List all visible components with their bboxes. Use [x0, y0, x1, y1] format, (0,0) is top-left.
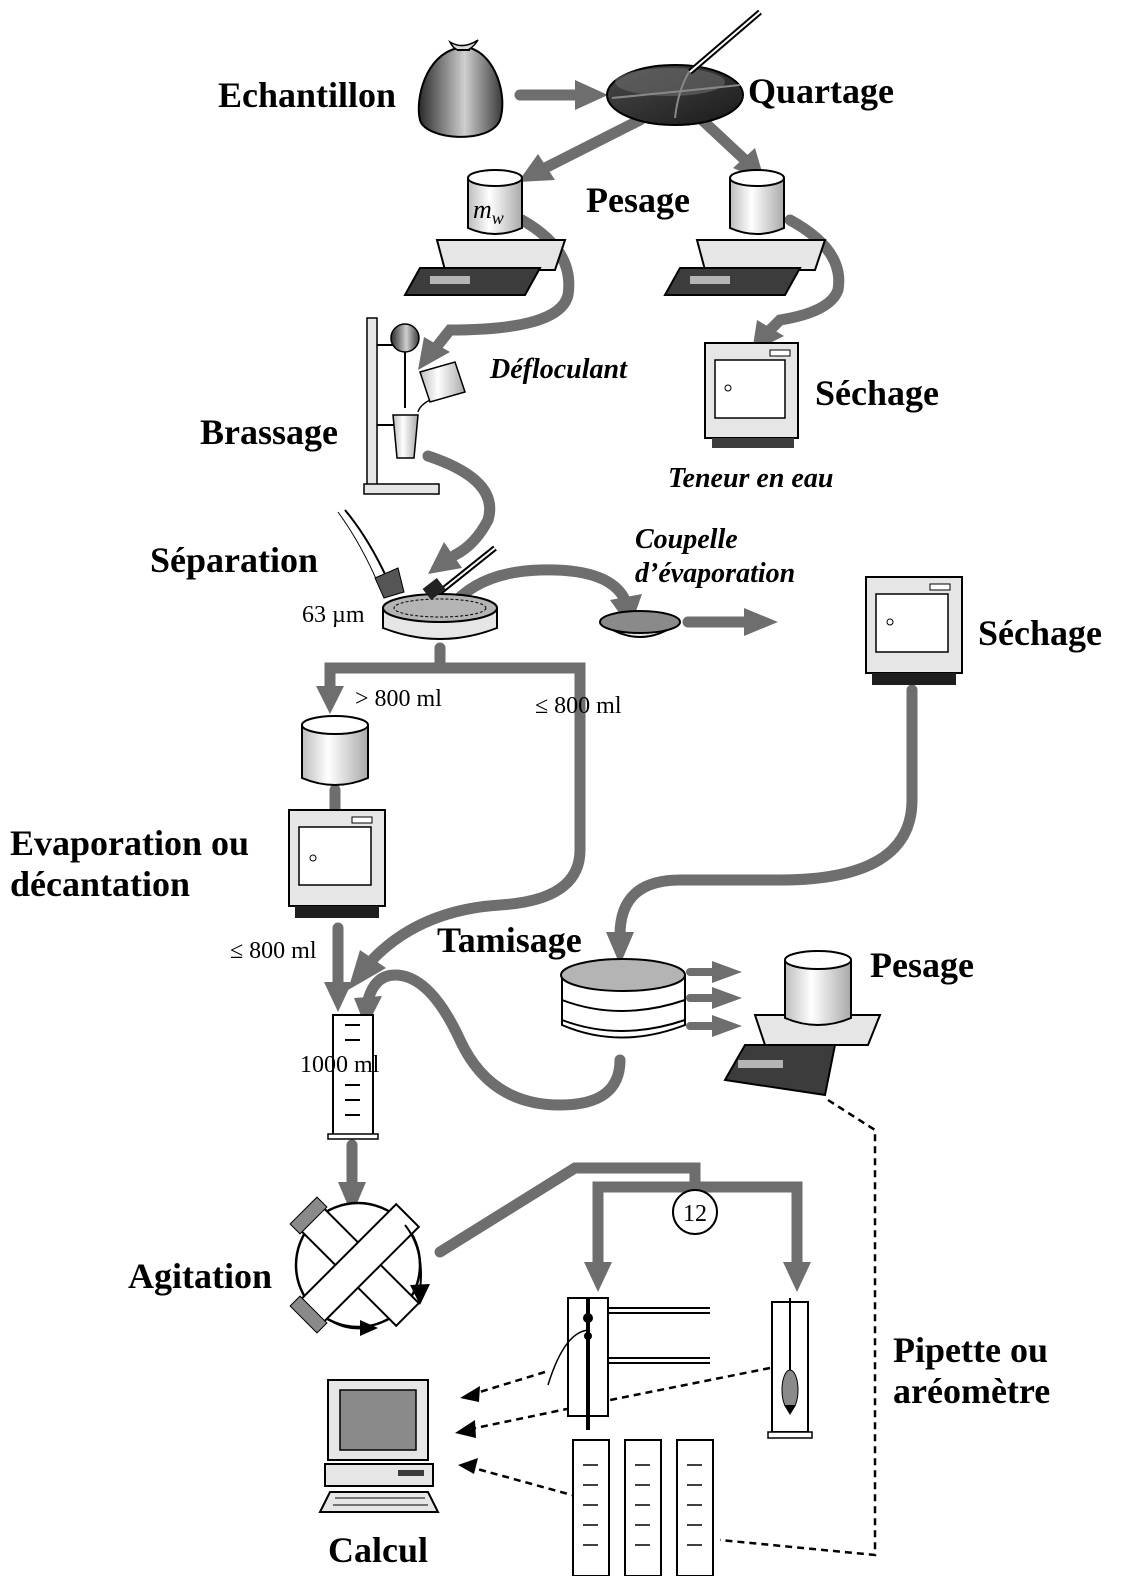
- arrow-tamisage-to-pesage: [686, 961, 742, 1037]
- label-sechage-top: Séchage: [815, 373, 939, 413]
- label-agitation: Agitation: [128, 1256, 272, 1296]
- arrow-agitation-to-analysis: [434, 1162, 811, 1292]
- label-pesage-bottom: Pesage: [870, 945, 974, 985]
- label-le-800-left: ≤ 800 ml: [230, 938, 317, 964]
- label-mw: mw: [473, 195, 504, 228]
- graduated-cylinder-icon: [327, 1014, 379, 1140]
- sieve-stack-icon: [560, 958, 686, 1039]
- flow-arrows: [316, 80, 918, 1292]
- arrow-oven-to-cylinder: [324, 922, 352, 1012]
- label-defloculant: Défloculant: [489, 354, 628, 385]
- hydrometer-icon: [767, 1298, 813, 1439]
- label-cylinder-volume: 1000 ml: [300, 1052, 380, 1078]
- label-teneur-en-eau: Teneur en eau: [668, 463, 833, 494]
- oven-right-icon: [865, 576, 963, 685]
- arrow-split-branches: [316, 642, 586, 990]
- rotator-icon: [289, 1196, 430, 1336]
- label-coupelle-2: d’évaporation: [635, 558, 795, 589]
- arrow-sechage-to-tamisage: [606, 684, 918, 965]
- label-sechage-mid: Séchage: [978, 613, 1102, 653]
- label-sieve-size: 63 µm: [302, 602, 365, 628]
- arrow-echantillon-to-quartage: [514, 80, 608, 110]
- step-number-circle: [672, 1189, 718, 1235]
- label-evaporation-2: décantation: [10, 864, 190, 904]
- label-evaporation-1: Evaporation ou: [10, 823, 249, 863]
- label-quartage: Quartage: [748, 71, 894, 111]
- balance-right-icon: [663, 169, 827, 296]
- wet-sieve-icon: [337, 509, 498, 640]
- arrow-cylinder-to-agitation: [338, 1139, 366, 1215]
- arrow-tamisage-to-cylinder: [354, 969, 626, 1111]
- label-pesage-top: Pesage: [586, 180, 690, 220]
- oven-left-icon: [288, 809, 386, 918]
- pipette-apparatus-icon: [547, 1297, 710, 1430]
- balance-bottom-icon: [723, 950, 882, 1097]
- label-calcul: Calcul: [328, 1530, 428, 1570]
- arrow-quartage-to-pesage-left: [518, 114, 646, 182]
- evaporation-dish-icon: [599, 610, 681, 638]
- label-coupelle-1: Coupelle: [635, 524, 738, 555]
- sedimentation-cylinders-icon: [572, 1439, 714, 1576]
- text-labels: Echantillon Quartage Pesage mw Déflocula…: [10, 71, 1102, 1570]
- label-gt-800: > 800 ml: [355, 686, 442, 712]
- sample-bag-icon: [417, 39, 504, 138]
- balance-left-icon: [403, 169, 567, 296]
- stirrer-stand-icon: [363, 317, 466, 495]
- label-step-number: 12: [683, 1201, 707, 1227]
- arrow-brassage-to-separation: [422, 450, 496, 574]
- quartering-mound-icon: [606, 9, 762, 126]
- label-pipette-1: Pipette ou: [893, 1330, 1048, 1370]
- computer-icon: [318, 1379, 440, 1513]
- label-pipette-2: aréomètre: [893, 1371, 1050, 1411]
- dashed-data-lines: [455, 1098, 877, 1557]
- label-brassage: Brassage: [200, 412, 338, 452]
- label-tamisage: Tamisage: [437, 920, 582, 960]
- oven-teneur-icon: [704, 342, 799, 448]
- label-echantillon: Echantillon: [218, 75, 396, 115]
- beaker-icon: [301, 715, 369, 786]
- arrow-coupelle-out: [682, 608, 778, 636]
- label-separation: Séparation: [150, 540, 318, 580]
- label-le-800-right: ≤ 800 ml: [535, 693, 622, 719]
